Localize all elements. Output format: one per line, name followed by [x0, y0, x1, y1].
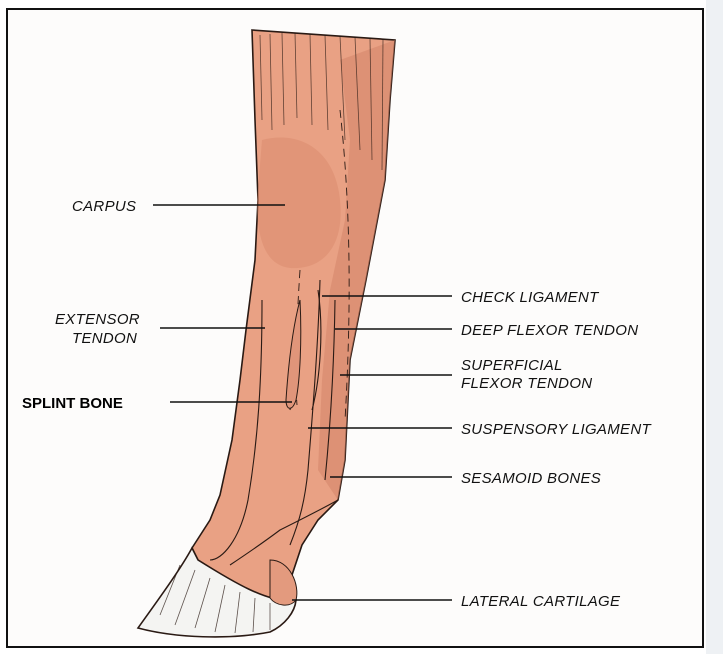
label-check-ligament: CHECK LIGAMENT [461, 289, 600, 306]
label-carpus: CARPUS [72, 198, 136, 215]
label-splint-bone: SPLINT BONE [22, 395, 123, 412]
label-lateral-cartilage: LATERAL CARTILAGE [461, 593, 621, 610]
label-extensor-tendon-line2: TENDON [72, 330, 137, 347]
label-deep-flexor-tendon: DEEP FLEXOR TENDON [461, 322, 638, 339]
label-superficial-flexor-tendon-line2: FLEXOR TENDON [461, 375, 592, 392]
horse-leg-illustration [138, 30, 395, 637]
label-suspensory-ligament: SUSPENSORY LIGAMENT [461, 421, 652, 438]
label-sesamoid-bones: SESAMOID BONES [461, 470, 601, 487]
label-extensor-tendon-line1: EXTENSOR [55, 311, 140, 328]
label-superficial-flexor-tendon-line1: SUPERFICIAL [461, 357, 563, 374]
